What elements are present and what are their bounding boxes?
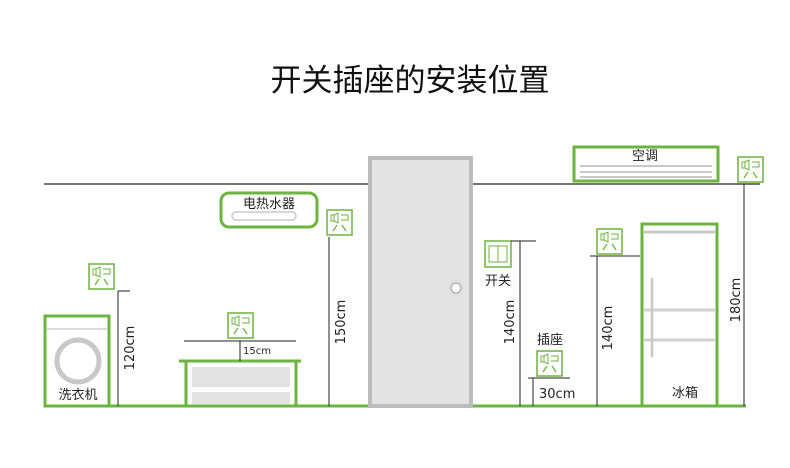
- heater-socket-height: 150cm: [334, 300, 349, 345]
- washing-machine: 洗衣机: [43, 314, 111, 408]
- switch-icon: [484, 240, 512, 268]
- ac-label: 空调: [632, 149, 658, 164]
- water-heater-label: 电热水器: [243, 197, 295, 212]
- switch-height: 140cm: [503, 300, 518, 345]
- fridge-label: 冰箱: [672, 385, 698, 401]
- door: [368, 156, 473, 408]
- fridge-socket-height: 140cm: [601, 306, 616, 351]
- table-socket-icon: [227, 312, 254, 339]
- heater-socket-icon: [326, 209, 353, 236]
- switch-label: 开关: [485, 274, 511, 289]
- diagram-title: 开关插座的安装位置: [271, 63, 550, 99]
- ac-socket-height: 180cm: [729, 278, 744, 323]
- low-socket-height: 30cm: [539, 387, 575, 402]
- water-heater: 电热水器: [219, 191, 319, 229]
- washer-socket-icon: [88, 263, 115, 290]
- air-conditioner: 空调: [572, 145, 720, 183]
- fridge-socket-icon: [596, 228, 623, 255]
- washer-label: 洗衣机: [58, 387, 97, 403]
- socket-label: 插座: [537, 333, 563, 348]
- table-gap-label: 15cm: [243, 346, 271, 357]
- low-socket-icon: [536, 350, 563, 377]
- cabinet: [179, 359, 301, 408]
- ac-socket-icon: [737, 156, 764, 183]
- washer-socket-height: 120cm: [123, 326, 138, 371]
- fridge: 冰箱: [640, 222, 719, 408]
